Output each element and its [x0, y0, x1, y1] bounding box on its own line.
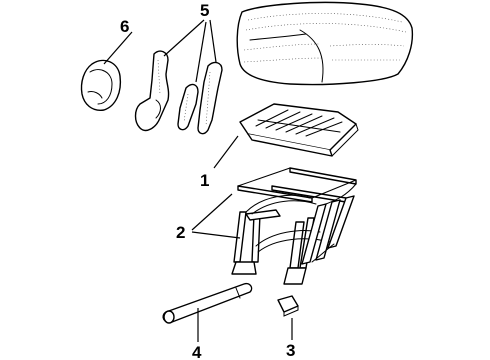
leader-lines [103, 19, 293, 342]
callout-5: 5 [200, 1, 209, 20]
part-1-seat-pan [239, 103, 359, 157]
seat-cushion [236, 1, 414, 86]
part-6-strap-cover [80, 59, 122, 111]
leader-5a [163, 19, 205, 57]
leader-6 [103, 31, 133, 65]
part-2-seat-frame [231, 167, 357, 285]
part-4-rod [162, 282, 253, 324]
leader-2b [191, 231, 241, 239]
callout-2: 2 [176, 223, 185, 242]
callout-labels: 6 5 1 2 3 4 [120, 1, 295, 360]
callout-6: 6 [120, 17, 129, 36]
leader-5c [209, 19, 217, 63]
leader-5b [195, 21, 207, 83]
leader-2a [191, 193, 233, 231]
callout-1: 1 [200, 171, 209, 190]
leader-1 [213, 135, 239, 169]
callout-4: 4 [192, 343, 202, 360]
part-3-pad [277, 295, 299, 317]
part-5-trim-covers [134, 50, 223, 135]
callout-3: 3 [286, 341, 295, 360]
